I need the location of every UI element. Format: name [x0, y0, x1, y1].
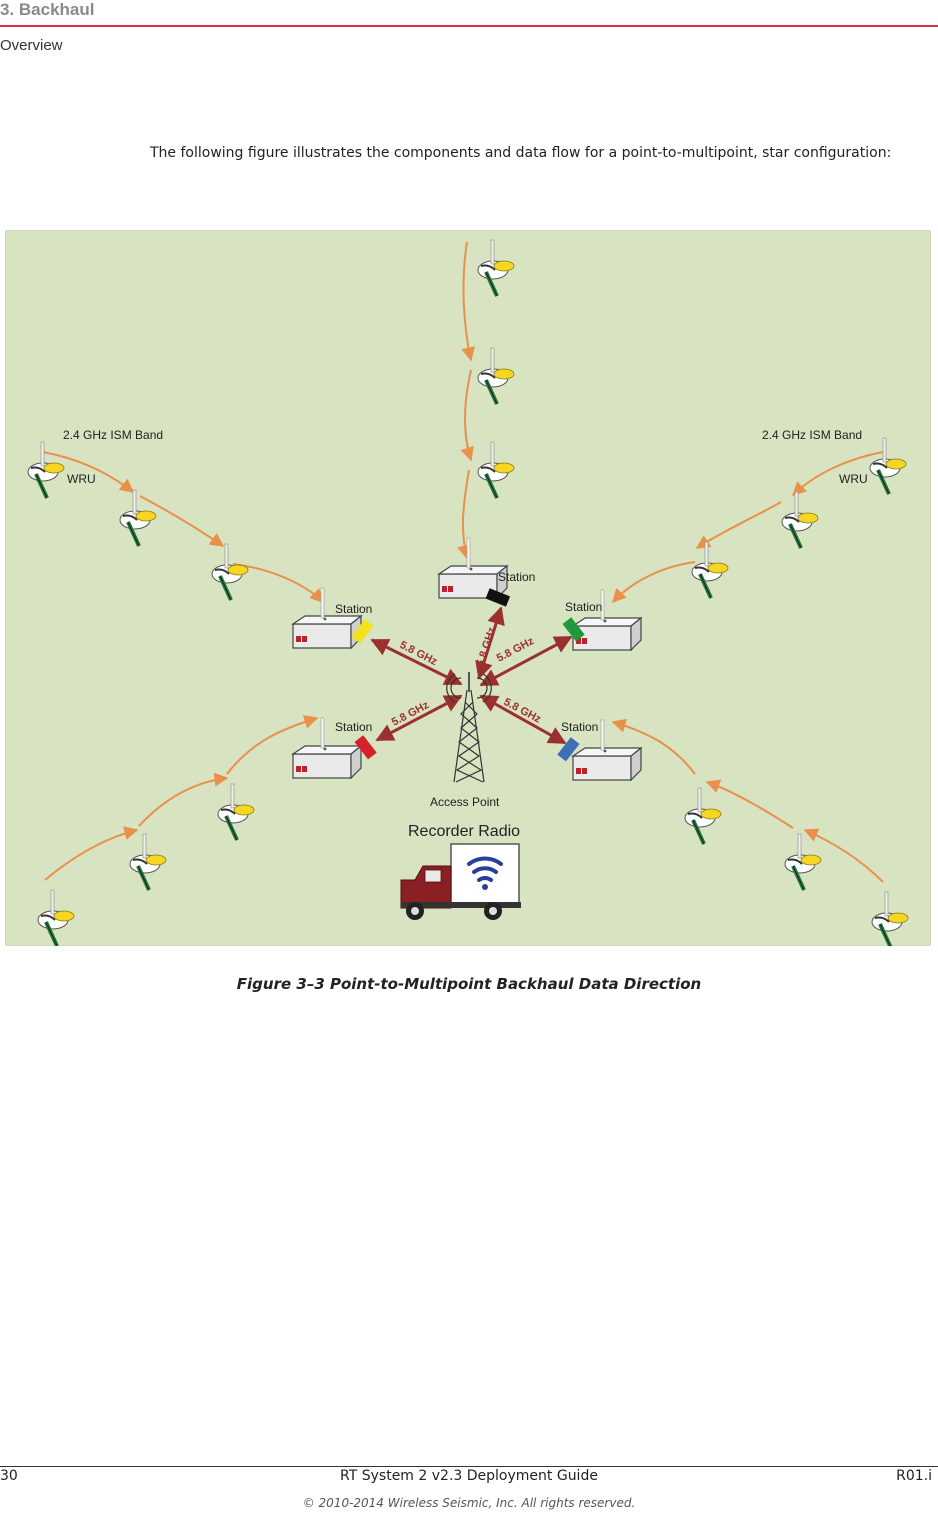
- station-color-tag-red: [354, 735, 377, 760]
- station-label: Station: [561, 720, 598, 734]
- intro-paragraph: The following figure illustrates the com…: [150, 145, 892, 161]
- wru-arrows: [42, 241, 884, 883]
- document-title: RT System 2 v2.3 Deployment Guide: [340, 1468, 598, 1484]
- station-upper-right: Station: [562, 589, 642, 651]
- station-color-tag-blue: [557, 737, 580, 762]
- station-label: Station: [498, 570, 535, 584]
- header-rule: [0, 25, 938, 27]
- access-point-label: Access Point: [430, 795, 500, 809]
- figure-caption: Figure 3–3 Point-to-Multipoint Backhaul …: [236, 975, 702, 993]
- backhaul-arrows: [370, 606, 573, 745]
- station-color-tag-yellow: [351, 619, 374, 644]
- revision: R01.i: [896, 1468, 932, 1484]
- station-top: Station: [438, 537, 535, 607]
- page-number: 30: [0, 1468, 18, 1484]
- footer-rule: [0, 1466, 938, 1467]
- copyright: © 2010-2014 Wireless Seismic, Inc. All r…: [302, 1496, 636, 1510]
- access-point-tower-icon: [446, 672, 492, 783]
- wru-label-left: WRU: [67, 472, 96, 486]
- station-lower-left: Station: [292, 717, 377, 779]
- station-upper-left: Station: [292, 587, 374, 649]
- band-label-left: 2.4 GHz ISM Band: [63, 428, 163, 442]
- recorder-radio-label: Recorder Radio: [408, 823, 520, 840]
- station-label: Station: [565, 600, 602, 614]
- station-label: Station: [335, 720, 372, 734]
- section-title: Overview: [0, 37, 63, 54]
- chapter-title: 3. Backhaul: [0, 0, 95, 19]
- backhaul-figure: 2.4 GHz ISM Band WRU 2.4 GHz ISM Band WR…: [5, 230, 931, 946]
- station-lower-right: Station: [557, 719, 642, 781]
- station-color-tag-black: [485, 588, 511, 607]
- wru-label-right: WRU: [839, 472, 868, 486]
- recorder-truck-icon: [400, 843, 521, 920]
- station-color-tag-green: [562, 617, 585, 642]
- band-label-right: 2.4 GHz ISM Band: [762, 428, 862, 442]
- wifi-icon: [467, 856, 503, 882]
- station-label: Station: [335, 602, 372, 616]
- backhaul-diagram: 2.4 GHz ISM Band WRU 2.4 GHz ISM Band WR…: [5, 230, 931, 946]
